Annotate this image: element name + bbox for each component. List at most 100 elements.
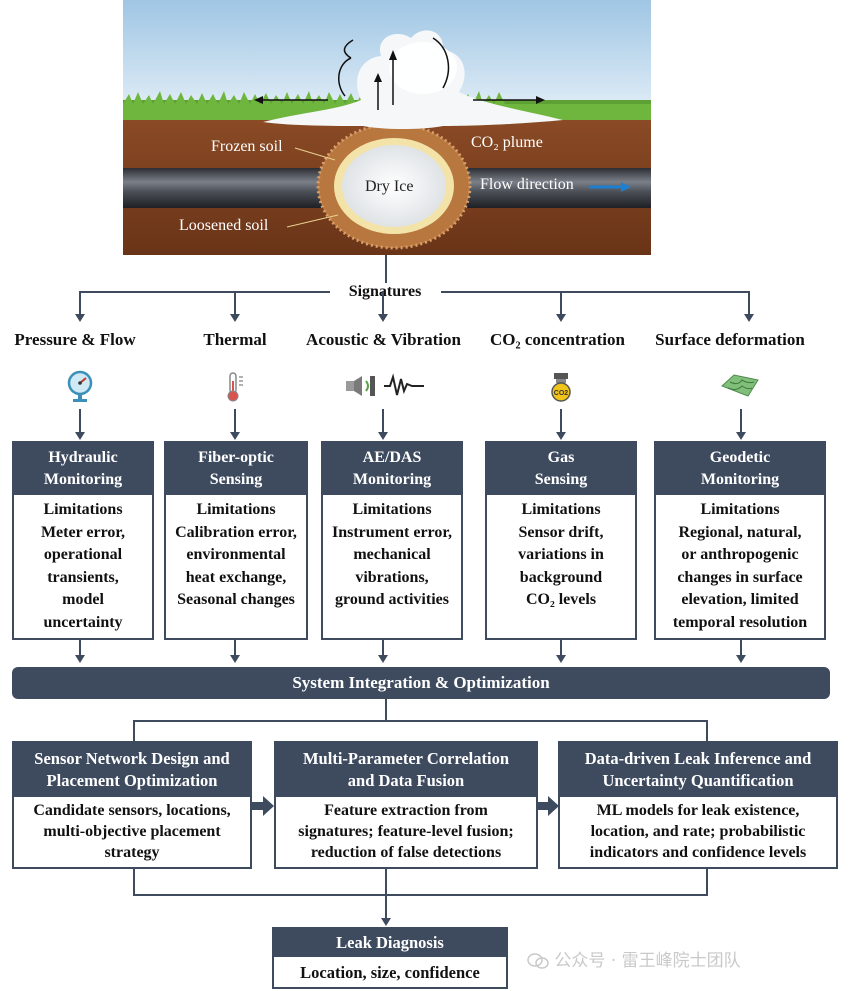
stage-leak-inference: Data-driven Leak Inference and Uncertain… [558, 741, 838, 869]
stage-title-line: Data-driven Leak Inference and [584, 749, 812, 768]
arrow-down [230, 314, 240, 322]
stage-title-line: Placement Optimization [46, 771, 218, 790]
category-pressure-flow: Pressure & Flow [14, 330, 136, 349]
arrow-right-icon [537, 796, 559, 821]
category-acoustic-vibration: Acoustic & Vibration [306, 330, 461, 349]
connector-stage-branch [706, 720, 708, 742]
method-title: Fiber-optic Sensing [166, 443, 306, 495]
arrow-down [736, 655, 746, 663]
loosened-soil-label: Loosened soil [179, 217, 269, 234]
system-integration-label: System Integration & Optimization [292, 673, 550, 692]
method-title: Hydraulic Monitoring [14, 443, 152, 495]
category-co2-concentration: CO₂ concentration [490, 330, 625, 349]
stage-title-line: Uncertainty Quantification [602, 771, 794, 790]
co2-sensor-icon: CO2 [549, 372, 573, 407]
method-title: Geodetic Monitoring [656, 443, 824, 495]
connector-icon-method [382, 409, 384, 433]
method-title-line: Fiber-optic [198, 449, 274, 466]
stage-title-line: Sensor Network Design and [34, 749, 230, 768]
method-hydraulic-monitoring: Hydraulic Monitoring Limitations Meter e… [12, 441, 154, 640]
arrow-down [230, 432, 240, 440]
method-title-line: Geodetic [709, 449, 771, 466]
stage-description-line: location, and rate; probabilistic [590, 823, 806, 840]
method-limitations: Limitations Sensor drift, variations in … [487, 495, 635, 616]
stage-title-line: Multi-Parameter Correlation [302, 749, 510, 768]
flow-direction-label: Flow direction [480, 176, 574, 193]
stage-title: Sensor Network Design and Placement Opti… [14, 743, 250, 797]
stage-title: Multi-Parameter Correlation and Data Fus… [276, 743, 536, 797]
limitation-line: transients, [47, 568, 119, 586]
stage-description-line: multi-objective placement [43, 823, 221, 840]
connector-method-integration [560, 640, 562, 656]
method-title-line: Sensing [209, 471, 263, 488]
arrow-down [75, 655, 85, 663]
method-geodetic-monitoring: Geodetic Monitoring Limitations Regional… [654, 441, 826, 640]
stage-sensor-network-design: Sensor Network Design and Placement Opti… [12, 741, 252, 869]
connector-stage-down [706, 869, 708, 895]
stage-description-line: reduction of false detections [310, 844, 502, 861]
leak-diagnosis-title: Leak Diagnosis [274, 929, 506, 957]
connector-branch [79, 291, 81, 315]
limitations-heading: Limitations [43, 501, 123, 518]
arrow-down [556, 655, 566, 663]
arrow-down [75, 432, 85, 440]
method-title-line: Monitoring [43, 471, 123, 488]
limitation-line: Seasonal changes [177, 591, 295, 608]
stage-multi-parameter-fusion: Multi-Parameter Correlation and Data Fus… [274, 741, 538, 869]
connector-method-integration [234, 640, 236, 656]
limitation-line: heat exchange, [185, 568, 287, 586]
connector-branch [234, 291, 236, 315]
method-title: AE/DAS Monitoring [323, 443, 461, 495]
limitation-line: mechanical [353, 546, 431, 563]
acoustic-wave-icon [342, 373, 428, 404]
method-limitations: Limitations Regional, natural, or anthro… [656, 495, 824, 638]
method-title: Gas Sensing [487, 443, 635, 495]
connector-icon-method [234, 409, 236, 433]
stage-title: Data-driven Leak Inference and Uncertain… [560, 743, 836, 797]
connector-signature-bar-left [79, 291, 330, 293]
connector-diagnosis-bar [133, 894, 708, 896]
method-title-line: AE/DAS [362, 449, 422, 466]
signatures-label: Signatures [348, 283, 422, 300]
method-fiber-optic-sensing: Fiber-optic Sensing Limitations Calibrat… [164, 441, 308, 640]
svg-text:CO2: CO2 [554, 390, 569, 397]
connector-stage-bar [133, 720, 708, 722]
stage-description-line: indicators and confidence levels [589, 844, 807, 861]
dry-ice-label: Dry Ice [365, 178, 414, 195]
connector-icon-method [79, 409, 81, 433]
limitation-line: environmental [186, 546, 286, 563]
limitation-line: elevation, limited [681, 591, 799, 608]
connector-branch [560, 291, 562, 315]
limitation-line: operational [43, 546, 123, 563]
connector-method-integration [740, 640, 742, 656]
connector-signature-bar-right [441, 291, 750, 293]
category-surface-deformation: Surface deformation [655, 330, 805, 349]
limitation-line: or anthropogenic [681, 546, 799, 563]
method-title-line: Hydraulic [48, 449, 118, 466]
connector-icon-method [560, 409, 562, 433]
arrow-right-icon [252, 796, 274, 821]
leak-diagnosis-body: Location, size, confidence [300, 963, 480, 982]
stage-description: Candidate sensors, locations, multi-obje… [14, 797, 250, 866]
pipeline-illustration: Frozen soil CO₂ plume Dry Ice Flow direc… [123, 0, 651, 255]
stage-description: Feature extraction from signatures; feat… [276, 797, 536, 866]
limitation-line: vibrations, [355, 568, 429, 586]
limitation-line: Instrument error, [332, 523, 452, 541]
stage-description-line: Feature extraction from [324, 802, 488, 819]
limitation-line: Calibration error, [175, 523, 297, 541]
connector-trunk [385, 255, 387, 283]
connector-method-integration [382, 640, 384, 656]
arrow-down [736, 432, 746, 440]
stage-description-line: Candidate sensors, locations, [33, 802, 231, 819]
limitation-line: Regional, natural, [678, 523, 802, 541]
limitation-line: uncertainty [43, 613, 123, 631]
connector-integration-trunk [385, 699, 387, 721]
pressure-gauge-icon [66, 370, 94, 409]
connector-branch [748, 291, 750, 315]
method-gas-sensing: Gas Sensing Limitations Sensor drift, va… [485, 441, 637, 640]
limitation-line: background [519, 568, 603, 586]
stage-description-line: ML models for leak existence, [596, 802, 800, 819]
system-integration-bar: System Integration & Optimization [12, 667, 830, 699]
limitation-line: ground activities [335, 591, 449, 608]
method-title-line: Sensing [534, 471, 588, 488]
